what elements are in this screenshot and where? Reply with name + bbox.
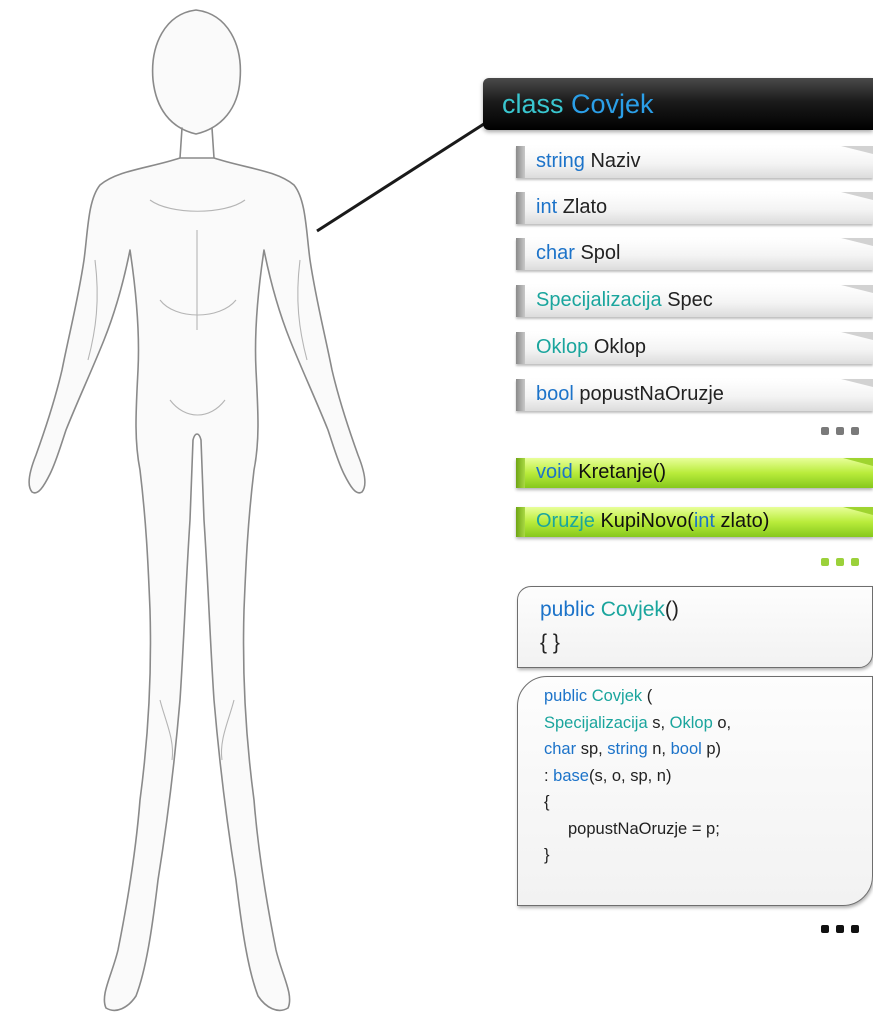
field-type: string xyxy=(536,150,585,172)
type-keyword: string xyxy=(607,740,647,758)
class-header: class Covjek xyxy=(483,78,873,130)
type-keyword: char xyxy=(544,740,576,758)
more-dots-icon xyxy=(821,558,859,566)
field-name: Spol xyxy=(580,242,620,264)
code-text: p) xyxy=(702,740,721,758)
code-text: s, xyxy=(648,714,670,732)
field-row: string Naziv xyxy=(516,146,873,178)
code-line: } xyxy=(544,842,872,869)
field-type: Oklop xyxy=(536,336,588,358)
class-keyword: class xyxy=(502,89,564,119)
type-name: Oklop xyxy=(670,714,713,732)
more-dots-icon xyxy=(821,427,859,435)
method-param: zlato) xyxy=(721,510,770,532)
constructor-name: Covjek xyxy=(592,687,642,705)
field-row: bool popustNaOruzje xyxy=(516,379,873,411)
field-name: Spec xyxy=(667,289,713,311)
code-text: sp, xyxy=(576,740,607,758)
code-line: public Covjek() xyxy=(540,593,872,626)
type-name: Specijalizacija xyxy=(544,714,648,732)
class-name: Covjek xyxy=(571,89,654,119)
field-type: char xyxy=(536,242,575,264)
code-line: Specijalizacija s, Oklop o, xyxy=(544,710,872,737)
code-text: (s, o, sp, n) xyxy=(589,767,672,785)
field-name: Oklop xyxy=(594,336,646,358)
field-type: Specijalizacija xyxy=(536,289,662,311)
code-text: n, xyxy=(648,740,671,758)
type-keyword: bool xyxy=(671,740,702,758)
code-text: o, xyxy=(713,714,731,732)
method-row: void Kretanje() xyxy=(516,458,873,488)
field-name: Zlato xyxy=(563,196,607,218)
field-name: popustNaOruzje xyxy=(579,383,724,405)
field-name: Naziv xyxy=(590,150,640,172)
field-type: int xyxy=(536,196,557,218)
method-return-type: Oruzje xyxy=(536,510,595,532)
method-return-type: void xyxy=(536,461,573,483)
method-param-type: int xyxy=(694,510,715,532)
code-line: char sp, string n, bool p) xyxy=(544,736,872,763)
code-line: { } xyxy=(540,626,872,659)
keyword-public: public xyxy=(540,598,595,621)
method-name: Kretanje() xyxy=(578,461,666,483)
field-type: bool xyxy=(536,383,574,405)
field-row: Oklop Oklop xyxy=(516,332,873,364)
code-line: popustNaOruzje = p; xyxy=(544,816,872,843)
keyword-base: base xyxy=(553,767,589,785)
code-text: ( xyxy=(642,687,652,705)
code-line: public Covjek ( xyxy=(544,683,872,710)
field-row: int Zlato xyxy=(516,192,873,224)
more-dots-icon xyxy=(821,925,859,933)
method-row: Oruzje KupiNovo(int zlato) xyxy=(516,507,873,537)
method-name: KupiNovo( xyxy=(600,510,693,532)
constructor-parens: () xyxy=(665,598,679,621)
code-line: { xyxy=(544,789,872,816)
field-row: Specijalizacija Spec xyxy=(516,285,873,317)
keyword-public: public xyxy=(544,687,587,705)
constructor-name: Covjek xyxy=(601,598,665,621)
field-row: char Spol xyxy=(516,238,873,270)
code-text: : xyxy=(544,767,553,785)
param-constructor-box: public Covjek ( Specijalizacija s, Oklop… xyxy=(517,676,873,906)
code-line: : base(s, o, sp, n) xyxy=(544,763,872,790)
human-figure-sketch xyxy=(0,0,500,1023)
default-constructor-box: public Covjek() { } xyxy=(517,586,873,668)
